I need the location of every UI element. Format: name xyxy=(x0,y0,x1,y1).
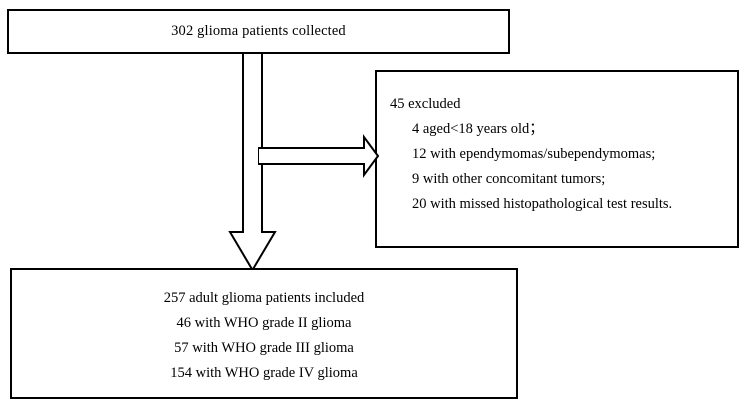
included-grade-item: 154 with WHO grade IV glioma xyxy=(170,364,358,381)
exclusion-reason-item: 9 with other concomitant tumors; xyxy=(412,171,606,187)
included-grade-item: 46 with WHO grade II glioma xyxy=(176,314,352,331)
excluded-header-label: 45 excluded xyxy=(390,96,461,112)
block-arrow-right-icon xyxy=(258,133,380,179)
exclusion-reason-item: 20 with missed histopathological test re… xyxy=(412,196,673,212)
collected-patients-box: 302 glioma patients collected xyxy=(7,9,510,54)
exclusion-reason-item: 12 with ependymomas/subependymomas; xyxy=(412,146,656,162)
block-arrow-down-icon xyxy=(228,44,277,272)
excluded-patients-box: 45 excluded 4 aged<18 years old； 12 with… xyxy=(375,70,739,248)
exclusion-reason-item: 4 aged<18 years old； xyxy=(412,121,544,137)
included-patients-box: 257 adult glioma patients included 46 wi… xyxy=(10,268,518,399)
collected-patients-label: 302 glioma patients collected xyxy=(171,23,346,39)
included-grade-item: 57 with WHO grade III glioma xyxy=(174,339,354,356)
included-summary-label: 257 adult glioma patients included xyxy=(163,289,365,306)
